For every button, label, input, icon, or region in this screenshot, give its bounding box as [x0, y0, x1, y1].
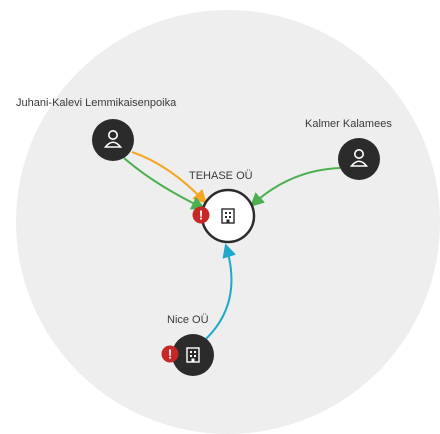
person-icon [349, 149, 369, 167]
node-kalmer[interactable]: Kalmer Kalamees [305, 118, 392, 180]
node-circle-kalmer[interactable] [338, 138, 380, 180]
node-circle-nice[interactable] [172, 334, 214, 376]
node-label-kalmer: Kalmer Kalamees [305, 118, 392, 130]
node-juhani[interactable]: Juhani-Kalevi Lemmikaisenpoika [16, 97, 177, 161]
edge-juhani-to-tehase-orange[interactable] [131, 151, 207, 205]
node-circle-juhani[interactable] [92, 119, 134, 161]
node-circle-tehase[interactable] [200, 188, 256, 244]
person-icon [103, 130, 123, 148]
warning-icon [192, 206, 210, 224]
warning-badge[interactable]: ! [192, 206, 210, 224]
building-icon [186, 347, 200, 363]
warning-badge-glyph: ! [168, 347, 172, 362]
node-tehase[interactable]: TEHASE OÜ ! [189, 170, 256, 244]
node-nice[interactable]: Nice OÜ ! [161, 314, 215, 376]
warning-icon [161, 345, 179, 363]
edge-juhani-to-tehase-green[interactable] [123, 157, 206, 210]
building-icon [221, 208, 235, 224]
warning-badge-glyph: ! [199, 208, 203, 223]
edge-nice-to-tehase-blue[interactable] [197, 243, 236, 347]
node-label-tehase: TEHASE OÜ [189, 170, 253, 182]
graph-edges [123, 151, 341, 347]
edge-kalmer-to-tehase-green[interactable] [249, 167, 341, 207]
node-label-juhani: Juhani-Kalevi Lemmikaisenpoika [16, 97, 177, 109]
node-label-nice: Nice OÜ [167, 314, 209, 326]
warning-badge[interactable]: ! [161, 345, 179, 363]
